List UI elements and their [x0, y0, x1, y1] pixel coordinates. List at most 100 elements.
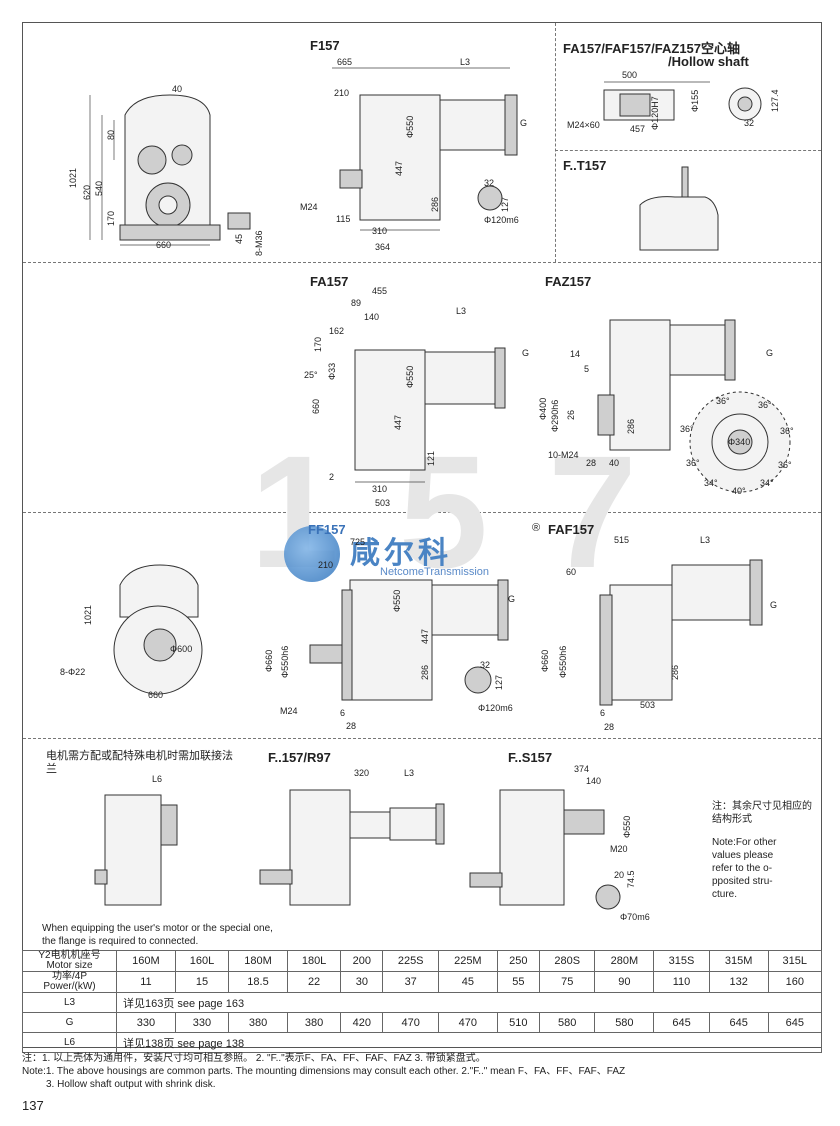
dim-label: Φ550 — [392, 589, 402, 612]
hollow-shaft-drawing — [603, 81, 762, 121]
dim-label: 140 — [586, 776, 602, 786]
power-cell: 30 — [340, 971, 384, 993]
row-header-power: 功率/4P Power/(kW) — [22, 971, 117, 993]
l3-reference-cell: 详见163页 see page 163 — [116, 992, 822, 1013]
other-values-note-en: Note:For other values please refer to th… — [712, 837, 777, 900]
dim-label: 660 — [311, 398, 321, 414]
title-hollow-shaft: FA157/FAF157/FAZ157空心轴 — [563, 41, 741, 56]
front-view-drawing — [89, 94, 251, 246]
g-value-cell: 470 — [382, 1012, 439, 1033]
ft157-drawing — [639, 166, 719, 251]
logo-subtext: NetcomeTransmission — [380, 566, 490, 578]
g-value-cell: 330 — [174, 1012, 230, 1033]
dim-label: M24×60 — [567, 120, 600, 130]
dim-label: 140 — [364, 312, 380, 322]
section-divider — [555, 23, 556, 262]
dim-label: 503 — [375, 498, 391, 508]
dim-label: Φ290h6 — [550, 399, 560, 432]
dim-label: 45 — [234, 233, 244, 244]
dim-label: 20 — [614, 870, 625, 880]
power-cell: 11 — [116, 971, 176, 993]
dim-label: 286 — [420, 664, 430, 680]
dim-label: 455 — [372, 286, 388, 296]
motor-size-cell: 280S — [538, 950, 596, 972]
title-ff157: FF157 — [308, 522, 346, 537]
dim-label: G — [770, 600, 778, 610]
dim-label: 515 — [614, 535, 630, 545]
dim-label: L6 — [152, 774, 163, 784]
g-value-cell: 645 — [767, 1012, 823, 1033]
motor-size-cell: 225S — [382, 950, 439, 972]
l6-reference-cell: 详见138页 see page 138 — [116, 1032, 822, 1053]
power-cell: 160 — [767, 971, 823, 993]
g-value-cell: 510 — [496, 1012, 540, 1033]
dim-label: 80 — [106, 129, 116, 140]
dim-label: Φ550 — [405, 365, 415, 388]
dim-label: Φ660 — [264, 649, 274, 672]
fs157-drawing — [469, 789, 621, 910]
g-value-cell: 380 — [228, 1012, 288, 1033]
footer-note-cn: 注：1. 以上壳体为通用件，安装尺寸均可相互参照。 2. "F.."表示F、FA… — [22, 1053, 486, 1064]
g-value-cell: 380 — [286, 1012, 342, 1033]
title-faf157: FAF157 — [548, 522, 595, 537]
title-hollow-shaft-en: /Hollow shaft — [668, 54, 749, 69]
dim-label: M24 — [280, 706, 298, 716]
section-divider — [23, 512, 821, 513]
title-faz157: FAZ157 — [545, 274, 592, 289]
dim-label: 1021 — [68, 167, 78, 188]
dim-label: L3 — [460, 57, 471, 67]
dim-label: 447 — [393, 414, 403, 430]
dim-label: 540 — [94, 180, 104, 196]
power-cell: 22 — [286, 971, 342, 993]
motor-size-cell: 180M — [228, 950, 288, 972]
dim-label: 2 — [329, 472, 335, 482]
dim-label: 127 — [500, 196, 510, 212]
dim-label: Φ660 — [540, 649, 550, 672]
dim-label: Φ550h6 — [280, 645, 290, 678]
g-value-cell: 470 — [437, 1012, 498, 1033]
dim-label: 127 — [494, 674, 504, 690]
dim-label: 310 — [372, 484, 388, 494]
power-cell: 55 — [496, 971, 540, 993]
motor-size-cell: 250 — [496, 950, 540, 972]
dim-label: 170 — [313, 336, 323, 352]
dim-label: 36° — [686, 458, 700, 468]
ff157-drawing — [309, 579, 509, 701]
dim-label: Φ33 — [327, 362, 337, 380]
power-cell: 45 — [437, 971, 498, 993]
dim-label: 665 — [337, 57, 353, 67]
dim-label: 620 — [82, 184, 92, 200]
dim-label: 210 — [318, 560, 334, 570]
dim-label: 60 — [566, 567, 577, 577]
power-cell: 15 — [174, 971, 230, 993]
motor-size-cell: 225M — [437, 950, 498, 972]
dim-label: 32 — [484, 178, 495, 188]
dim-label: 660 — [156, 240, 172, 250]
dim-label: 6 — [340, 708, 346, 718]
dim-label: 121 — [426, 450, 436, 466]
dim-label: Φ550h6 — [558, 645, 568, 678]
g-value-cell: 580 — [538, 1012, 596, 1033]
dim-label: 725 — [350, 537, 366, 547]
motor-size-cell: 315M — [708, 950, 769, 972]
dim-label: 26 — [566, 409, 576, 420]
dim-label: 36° — [758, 400, 772, 410]
motor-size-cell: 160M — [116, 950, 176, 972]
dim-label: L3 — [700, 535, 711, 545]
title-fr97: F..157/R97 — [268, 750, 331, 765]
dim-label: Φ70m6 — [620, 912, 650, 922]
dim-label: Φ155 — [690, 89, 700, 112]
page-number: 137 — [22, 1098, 44, 1113]
ff157-front-drawing — [113, 564, 203, 695]
g-value-cell: 580 — [594, 1012, 655, 1033]
dim-label: 36° — [680, 424, 694, 434]
motor-size-cell: 280M — [594, 950, 655, 972]
registered-mark: ® — [532, 522, 541, 534]
dim-label: 447 — [420, 628, 430, 644]
dim-label: 36° — [716, 396, 730, 406]
logo-text: 咸尔科 — [350, 537, 452, 570]
dim-label: 170 — [106, 210, 116, 226]
dim-label: Φ120m6 — [484, 215, 519, 225]
dim-label: Φ400 — [538, 397, 548, 420]
